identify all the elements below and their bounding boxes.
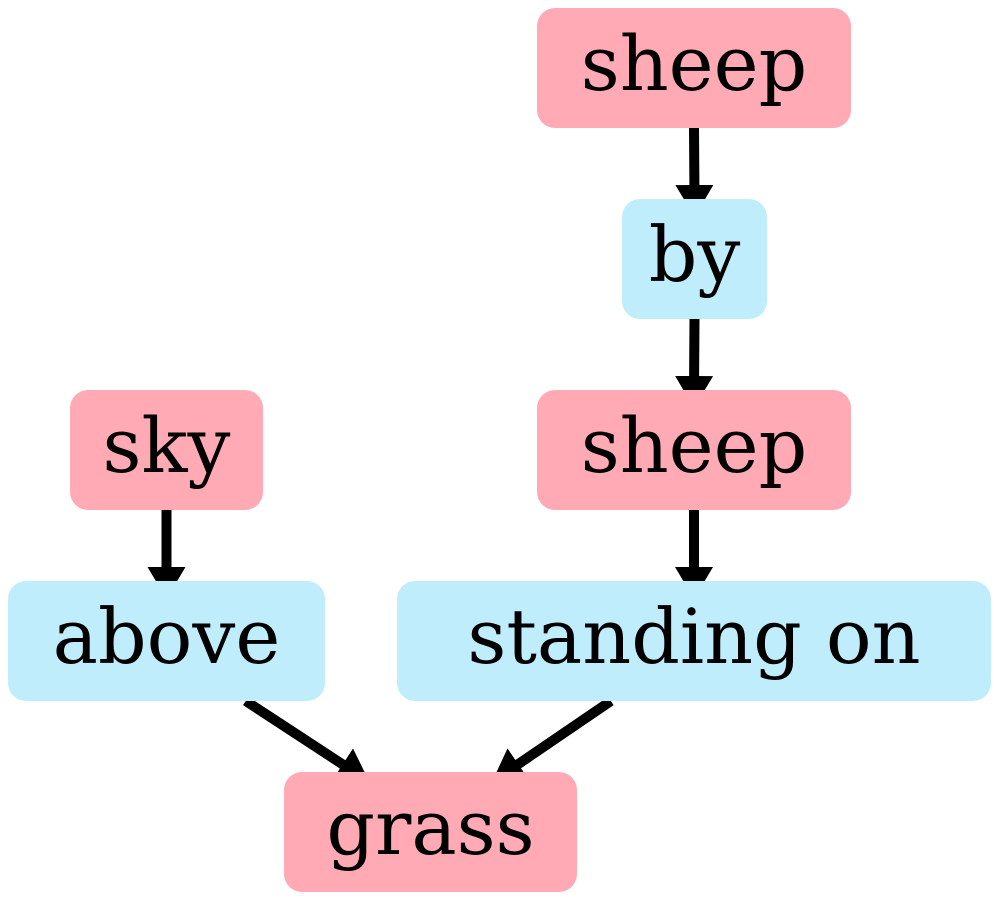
node-label: by	[648, 210, 741, 299]
edge-group	[147, 127, 714, 783]
node-label: grass	[326, 783, 535, 872]
node-label: sky	[102, 401, 231, 490]
node-by: by	[622, 199, 767, 319]
node-above: above	[8, 581, 325, 701]
node-sheep-top: sheep	[537, 8, 851, 128]
node-standing-on: standing on	[397, 581, 991, 701]
node-label: above	[52, 592, 281, 681]
node-sheep-mid: sheep	[537, 390, 851, 510]
node-label: sheep	[580, 401, 808, 490]
node-sky: sky	[70, 390, 263, 510]
node-label: standing on	[467, 592, 921, 681]
edge-standing-on-to-grass	[491, 696, 614, 783]
node-grass: grass	[284, 772, 577, 892]
edge-above-to-grass	[243, 696, 370, 782]
node-label: sheep	[580, 19, 808, 108]
